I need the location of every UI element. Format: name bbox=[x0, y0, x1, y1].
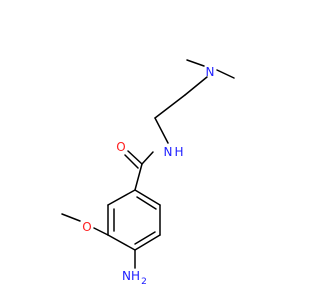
bond-ring-3-inner bbox=[134, 231, 156, 245]
background bbox=[0, 0, 300, 300]
amine-n-label: N bbox=[206, 65, 215, 79]
bond-ring-1 bbox=[134, 189, 161, 206]
bond-ring-1-inner bbox=[136, 196, 157, 210]
bond-methoxy-methyl bbox=[61, 213, 81, 222]
bond-ring-3 bbox=[134, 234, 161, 251]
bond-carbonyl-o-2 bbox=[124, 154, 139, 169]
bond-methyl-top-n bbox=[186, 59, 205, 67]
bond-n-chain bbox=[184, 76, 208, 96]
bond-carbonyl-o-1 bbox=[127, 150, 143, 165]
atom-labels: N N H O O NH 2 bbox=[82, 65, 214, 287]
carbonyl-o-label: O bbox=[116, 140, 125, 154]
amide-n-label: N bbox=[164, 145, 173, 159]
bond-chain-1 bbox=[154, 94, 186, 119]
bond-carbonyl-ring bbox=[134, 163, 143, 191]
methoxy-o-label: O bbox=[82, 220, 91, 234]
bond-n-methyl-right bbox=[216, 69, 235, 79]
bonds bbox=[61, 59, 235, 269]
amide-h-label: H bbox=[174, 145, 183, 159]
bond-ring-6 bbox=[107, 189, 136, 206]
amino-nh2-label: NH bbox=[122, 269, 140, 283]
molecule-structure: N N H O O NH 2 bbox=[0, 0, 300, 300]
bond-nh-carbonyl bbox=[141, 151, 154, 165]
bond-chain-2 bbox=[154, 117, 169, 144]
bond-ring-methoxy-o bbox=[93, 227, 109, 236]
bond-ring-4 bbox=[107, 234, 136, 251]
amino-nh2-subscript: 2 bbox=[141, 277, 147, 287]
